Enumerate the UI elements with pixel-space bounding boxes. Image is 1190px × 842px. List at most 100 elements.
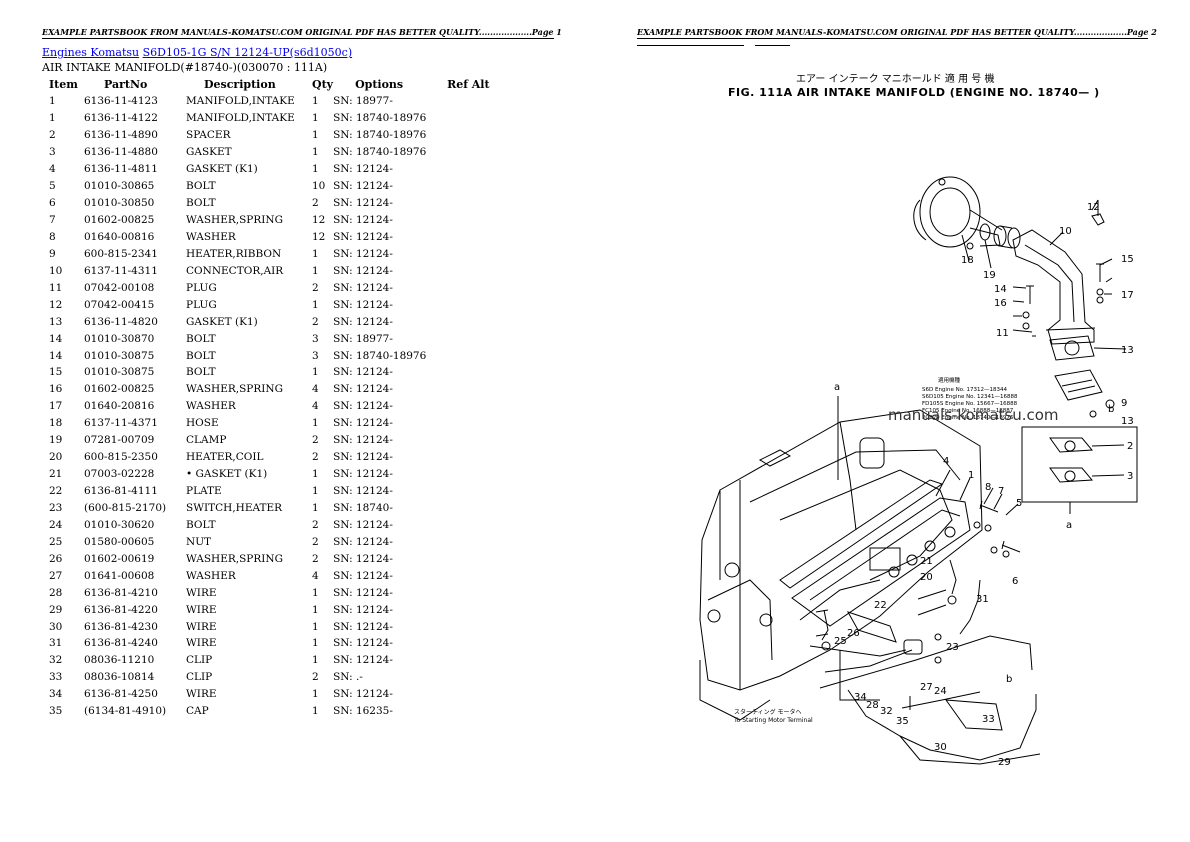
col-header-description: Description: [204, 78, 276, 91]
intake-manifold-drawing: [791, 497, 971, 627]
cell-partno: 6136-11-4820: [84, 315, 158, 328]
cell-description: WIRE: [186, 688, 217, 701]
cell-ref-alt: [447, 686, 497, 703]
cell-item: 8: [49, 230, 56, 243]
callout: 22: [874, 600, 887, 611]
applicability-line: FC105 Engine No. 16888—18887: [922, 408, 1014, 414]
applicability-heading: 適用機種: [938, 376, 961, 384]
cell-description: GASKET (K1): [186, 315, 258, 328]
cell-description: PLATE: [186, 485, 222, 498]
callout: 11: [996, 328, 1009, 339]
cell-options: SN: 12124-: [333, 654, 393, 667]
cell-partno: 6136-11-4123: [84, 95, 158, 108]
cell-partno: 01640-20816: [84, 400, 155, 413]
breadcrumb-link-model[interactable]: S6D105-1G S/N 12124-UP(s6d1050c): [142, 46, 353, 59]
cell-options: SN: 12124-: [333, 281, 393, 294]
cell-options: SN: 12124-: [333, 434, 393, 447]
cell-options: SN: 18740-18976: [333, 146, 427, 159]
cell-options: SN: 12124-: [333, 637, 393, 650]
cell-ref-alt: [447, 415, 497, 432]
parts-table: Item PartNo Description Qty Options Ref …: [42, 76, 497, 720]
callout: 23: [946, 642, 959, 653]
cell-item: 19: [49, 434, 63, 447]
cell-qty: 1: [312, 129, 319, 142]
cell-qty: 1: [312, 501, 319, 514]
cell-qty: 1: [312, 620, 319, 633]
cell-item: 28: [49, 586, 63, 599]
cell-item: 1: [49, 112, 56, 125]
cell-item: 31: [49, 637, 63, 650]
cell-ref-alt: [447, 229, 497, 246]
cell-partno: 01640-00816: [84, 230, 155, 243]
col-header-item: Item: [49, 78, 78, 91]
cell-partno: 01580-00605: [84, 535, 155, 548]
cell-qty: 1: [312, 637, 319, 650]
cell-item: 24: [49, 518, 63, 531]
cell-options: SN: 18977-: [333, 95, 393, 108]
cell-item: 32: [49, 654, 63, 667]
cell-ref-alt: [447, 110, 497, 127]
cell-description: MANIFOLD,INTAKE: [186, 95, 295, 108]
cell-item: 30: [49, 620, 63, 633]
header-rule-right-short-2: [755, 45, 790, 46]
applicability-line: S6D Engine No. 17312—18344: [922, 387, 1007, 393]
callout: 8: [985, 482, 991, 493]
wire-note-jp: スターティング モータヘ: [734, 708, 802, 716]
cell-item: 26: [49, 552, 63, 565]
cell-qty: 2: [312, 535, 319, 548]
callout: a: [1066, 520, 1072, 531]
cell-partno: 6136-81-4250: [84, 688, 158, 701]
cell-options: SN: 12124-: [333, 569, 393, 582]
cell-item: 17: [49, 400, 63, 413]
cell-options: SN: 12124-: [333, 315, 393, 328]
cell-description: PLUG: [186, 298, 217, 311]
cell-options: SN: 12124-: [333, 417, 393, 430]
callout: 13: [1121, 345, 1134, 356]
cell-partno: 6136-81-4210: [84, 586, 158, 599]
applicability-line: PC220 Engine No. 18740—18976: [922, 415, 1014, 421]
cell-qty: 4: [312, 569, 319, 582]
cell-ref-alt: [447, 703, 497, 720]
cell-description: WASHER: [186, 400, 236, 413]
cell-item: 18: [49, 417, 63, 430]
cell-description: WIRE: [186, 603, 217, 616]
cell-options: SN: 12124-: [333, 586, 393, 599]
cell-partno: (6134-81-4910): [84, 705, 167, 718]
cell-item: 22: [49, 485, 63, 498]
cell-partno: 6136-11-4890: [84, 129, 158, 142]
callout: 19: [983, 270, 996, 281]
cell-options: SN: 12124-: [333, 603, 393, 616]
cell-options: SN: 12124-: [333, 552, 393, 565]
callout: 35: [896, 716, 909, 727]
cell-item: 25: [49, 535, 63, 548]
cell-ref-alt: [447, 500, 497, 517]
callout: 28: [866, 700, 879, 711]
cell-description: HEATER,COIL: [186, 451, 264, 464]
breadcrumb-link-engines[interactable]: Engines Komatsu: [42, 46, 140, 59]
callout: b: [1006, 674, 1012, 685]
cell-partno: 08036-10814: [84, 671, 155, 684]
cell-item: 12: [49, 298, 63, 311]
cell-partno: 600-815-2350: [84, 451, 158, 464]
cell-options: SN: 12124-: [333, 400, 393, 413]
page-title: AIR INTAKE MANIFOLD(#18740-)(030070 : 11…: [42, 61, 328, 74]
parts-table-header: Item PartNo Description Qty Options Ref …: [42, 76, 497, 93]
header-rule-right-short-1: [637, 45, 744, 46]
gasket-k1-drawing: [779, 479, 944, 589]
cell-description: BOLT: [186, 332, 216, 345]
cell-options: SN: 12124-: [333, 485, 393, 498]
cell-qty: 2: [312, 552, 319, 565]
